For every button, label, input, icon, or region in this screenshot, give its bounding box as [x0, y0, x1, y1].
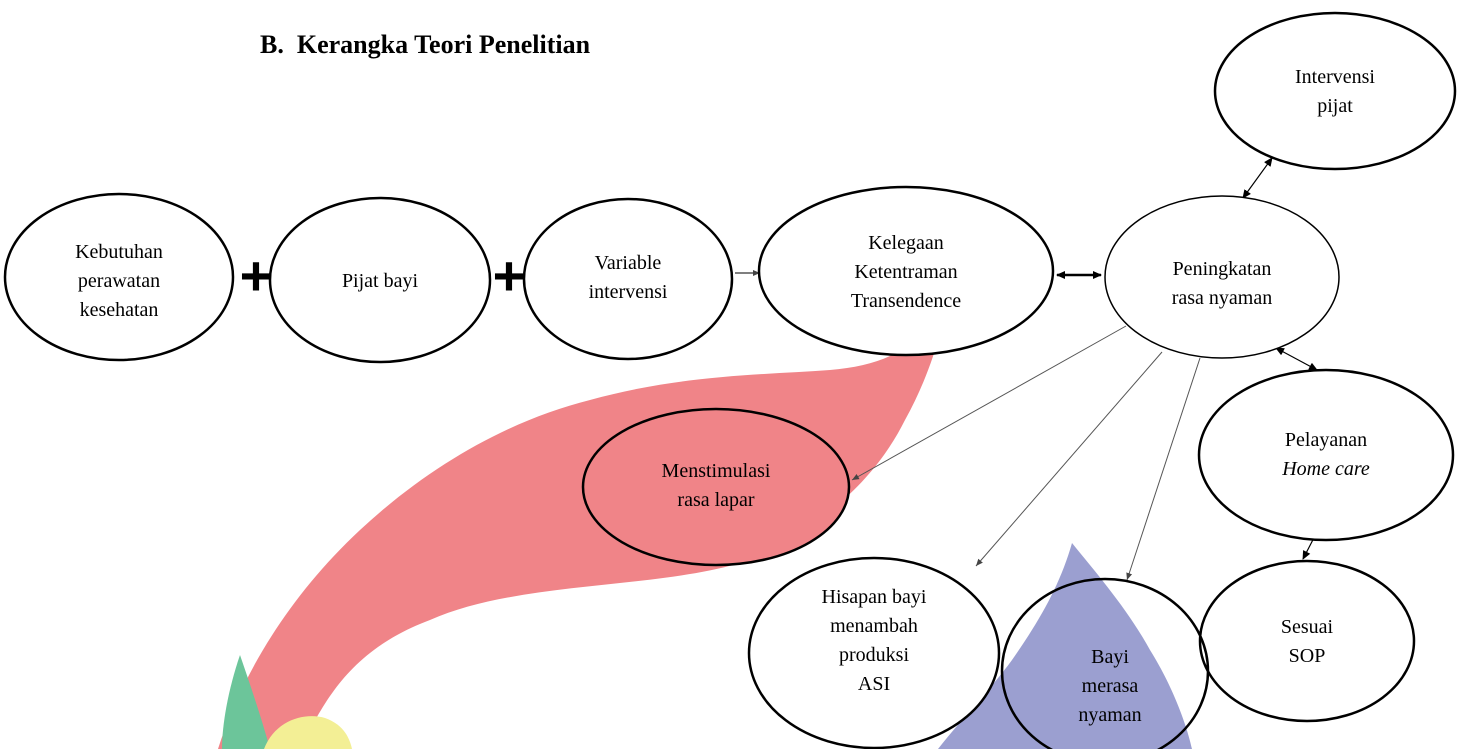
node-pijat-bayi-label: Pijat bayi: [342, 270, 419, 292]
node-hisapan-line1: Hisapan bayi: [822, 586, 927, 608]
node-sesuai-sop-ellipse: [1198, 559, 1416, 723]
node-intervensi-pijat-line2: pijat: [1317, 95, 1353, 117]
connector-peningkatan-intervensi: [1242, 157, 1273, 199]
node-variable-ellipse: [522, 197, 734, 361]
node-kebutuhan-line3: kesehatan: [80, 299, 159, 321]
node-bayi-nyaman-ellipse: [1000, 577, 1210, 754]
node-sesuai-sop-line2: SOP: [1289, 645, 1326, 667]
node-peningkatan-line1: Peningkatan: [1173, 258, 1272, 280]
node-hisapan-line4: ASI: [858, 673, 890, 695]
node-variable-line1: Variable: [595, 252, 662, 274]
node-pelayanan-line2: Home care: [1281, 458, 1370, 480]
node-sesuai-sop-line1: Sesuai: [1281, 616, 1334, 638]
plus-sign-1: +: [240, 244, 273, 307]
connector-peningkatan-pelayanan: [1275, 347, 1318, 371]
node-intervensi-pijat-ellipse: [1213, 11, 1457, 171]
node-bayi-nyaman-line2: merasa: [1082, 675, 1139, 697]
node-kelegaan-line2: Ketentraman: [854, 261, 957, 283]
yellow-blob-shape: [264, 716, 352, 749]
node-pijat-bayi-ellipse: [268, 196, 492, 364]
node-hisapan-line2: menambah: [830, 615, 918, 637]
node-peningkatan-ellipse: [1104, 195, 1340, 359]
node-bayi-nyaman-line3: nyaman: [1078, 704, 1141, 726]
node-kebutuhan-line1: Kebutuhan: [75, 241, 163, 263]
plus-sign-2: +: [493, 244, 526, 307]
connector-peningkatan-bayi: [1126, 357, 1201, 581]
node-menstimulasi-ellipse: [581, 407, 851, 567]
node-kebutuhan-ellipse: [3, 192, 235, 362]
node-peningkatan-line2: rasa nyaman: [1172, 287, 1273, 309]
node-pelayanan-ellipse: [1197, 368, 1455, 542]
node-variable-line2: intervensi: [589, 281, 668, 303]
node-kebutuhan-line2: perawatan: [78, 270, 160, 292]
node-intervensi-pijat-line1: Intervensi: [1295, 66, 1375, 88]
pink-ribbon-shape: [218, 292, 947, 749]
connector-peningkatan-hisapan: [975, 351, 1163, 567]
node-kelegaan-line3: Transendence: [851, 290, 961, 312]
node-pelayanan-line1: Pelayanan: [1285, 429, 1367, 451]
node-kelegaan-line1: Kelegaan: [868, 232, 944, 254]
node-hisapan-ellipse: [747, 556, 1001, 750]
node-menstimulasi-line1: Menstimulasi: [662, 460, 771, 482]
node-menstimulasi-line2: rasa lapar: [677, 489, 755, 511]
node-kelegaan-ellipse: [757, 185, 1055, 357]
connector-peningkatan-menstimulasi: [851, 325, 1127, 481]
node-bayi-nyaman-line1: Bayi: [1091, 646, 1129, 668]
green-leaf-shape: [222, 655, 270, 749]
node-hisapan-line3: produksi: [839, 644, 909, 666]
blue-shape: [938, 543, 1192, 749]
page-title: B. Kerangka Teori Penelitian: [260, 30, 591, 59]
